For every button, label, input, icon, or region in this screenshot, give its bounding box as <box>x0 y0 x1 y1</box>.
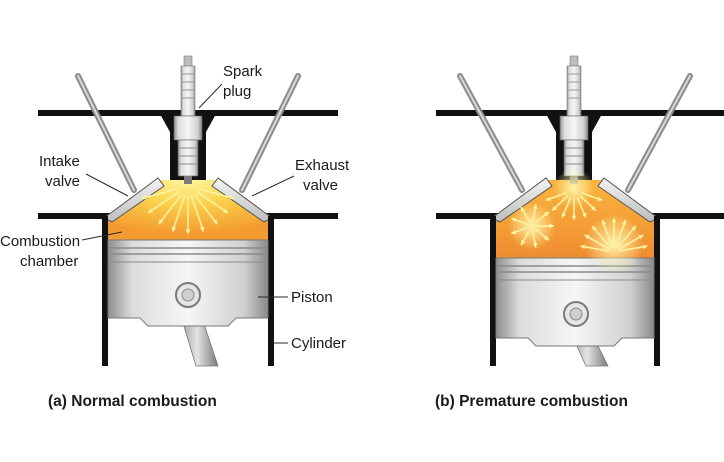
cylinder-wall-left <box>102 216 108 366</box>
flame-arrow-right-1-shaft <box>584 234 611 251</box>
label-combustion-line1: Combustion <box>0 233 80 250</box>
flame-arrow-left-5-head <box>511 217 517 223</box>
cylinder-wall-left <box>490 216 496 366</box>
flame-arrow-right-8-shaft <box>618 245 648 252</box>
flame-arrow-plug-6-head <box>545 196 551 202</box>
flame-arrow-left-1-head <box>543 235 549 241</box>
flame-arrow-right-6-shaft <box>616 225 637 249</box>
labels: Spark plug Intake valve Exhaust valve Co… <box>0 63 628 410</box>
spark-plug <box>559 55 589 184</box>
flame-arrow-left-9-head <box>549 223 554 229</box>
flame-arrow-7-head <box>148 208 154 213</box>
flame-arrow-6-shaft <box>158 193 183 225</box>
intake-valve-stem-hl <box>459 75 523 191</box>
flame-arrow-4-head <box>185 229 191 234</box>
flame-arrow-right-5-head <box>621 220 627 225</box>
flame-arrow-2-head <box>212 219 218 225</box>
flame-arrow-5-head <box>171 226 177 232</box>
leader-exhaust-valve <box>251 175 295 197</box>
flame-arrow-right-1-head <box>584 235 590 240</box>
wrist-pin-inner <box>181 288 195 302</box>
caption-normal-combustion: (a) Normal combustion <box>48 393 217 410</box>
exhaust-valve-stem-hl <box>241 75 299 191</box>
flame-arrow-left-2-head <box>532 242 538 248</box>
flame-arrow-plug-4-head <box>561 212 567 218</box>
flame-arrow-left-8-head <box>543 211 549 217</box>
label-intake-line1: Intake <box>39 153 80 170</box>
leader-combustion-chamber <box>81 231 123 241</box>
flame-front-arrows <box>511 191 648 252</box>
flame-arrow-8-head <box>141 194 147 200</box>
flame-arrow-3-head <box>199 226 205 232</box>
flame-arrow-5-shaft <box>171 195 186 232</box>
flame-arrow-right-2-head <box>592 225 597 231</box>
flame-arrow-6-head <box>158 219 164 225</box>
flame-arrow-right-6-head <box>631 225 636 231</box>
exhaust-valve-head <box>211 177 273 223</box>
flame-arrow-left-7-head <box>532 204 538 210</box>
spark-plug <box>173 55 203 184</box>
panel-premature-combustion <box>436 55 724 367</box>
flame-arrow-1-head <box>222 208 228 213</box>
flame-arrow-plug-1-head <box>590 205 596 211</box>
flame-arrow-plug-5-head <box>552 205 558 211</box>
cylinder-wall-right <box>654 216 660 366</box>
flame-arrow-right-3-shaft <box>601 219 614 248</box>
flame-arrow-right-7-head <box>638 235 644 240</box>
intake-valve-head <box>491 177 553 223</box>
flame-arrow-right-8-head <box>642 244 648 250</box>
caption-premature-combustion: (b) Premature combustion <box>435 393 628 410</box>
flame-arrow-plug-3-head <box>571 215 577 220</box>
flame-arrow-plug-2-head <box>581 212 587 218</box>
flame-arrow-1-shaft <box>195 190 229 214</box>
flame-arrow-plug-0-head <box>597 196 603 202</box>
ignition-glow-left <box>508 202 556 250</box>
label-exhaust-line2: valve <box>303 177 338 194</box>
flame-arrow-left-6-head <box>521 206 526 212</box>
intake-valve-head <box>103 177 165 223</box>
flame-arrow-right-0-shaft <box>580 245 610 252</box>
flame-arrow-0-shaft <box>197 187 235 200</box>
flame-front-arrows <box>141 187 235 234</box>
flame-arrow-0-head <box>229 194 235 200</box>
label-intake-line2: valve <box>45 173 80 190</box>
panel-normal-combustion <box>38 55 338 367</box>
label-piston: Piston <box>291 289 333 306</box>
intake-valve-stem-hl <box>77 75 135 191</box>
flame-arrow-right-3-head <box>601 220 607 225</box>
wrist-pin-inner <box>569 307 583 321</box>
flame-arrow-left-3-head <box>521 240 526 246</box>
ignition-glow-plug <box>554 168 594 208</box>
flame-arrow-right-7-shaft <box>617 234 644 251</box>
leader-intake-valve <box>85 173 129 197</box>
cylinder-wall-right <box>268 216 274 366</box>
label-combustion-line2: chamber <box>20 253 78 270</box>
exhaust-valve-head <box>597 177 659 223</box>
flame-arrow-7-shaft <box>147 190 181 214</box>
flame-arrow-3-shaft <box>190 195 205 232</box>
leader-spark-plug <box>198 83 223 109</box>
exhaust-valve-stem-hl <box>627 75 691 191</box>
label-spark-plug-line1: Spark <box>223 63 263 80</box>
flame-arrow-right-2-shaft <box>591 225 612 249</box>
flame-arrow-right-4-head <box>611 218 617 223</box>
flame-arrow-right-0-head <box>580 244 586 250</box>
label-spark-plug-line2: plug <box>223 83 251 100</box>
flame-arrow-8-shaft <box>141 187 179 200</box>
label-exhaust-line1: Exhaust <box>295 157 350 174</box>
flame-arrow-right-5-shaft <box>614 219 627 248</box>
label-cylinder: Cylinder <box>291 335 346 352</box>
flame-arrow-left-4-head <box>511 229 517 235</box>
flame-arrow-2-shaft <box>193 193 218 225</box>
